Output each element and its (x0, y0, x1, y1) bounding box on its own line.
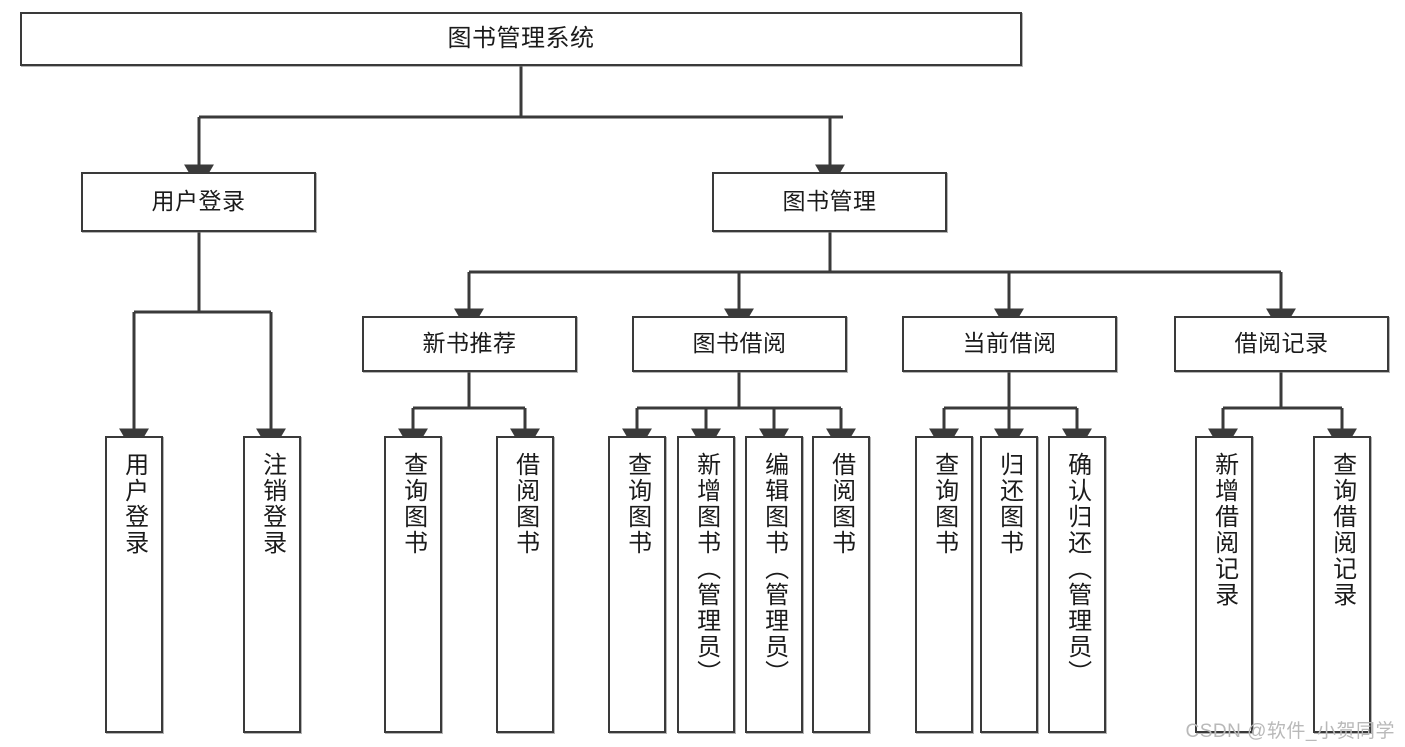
leaf-new-book-1-label: 查询图书 (399, 452, 427, 556)
leaf-book-borrow-2[interactable]: 新增图书（管理员） (677, 436, 735, 733)
leaf-new-book-1[interactable]: 查询图书 (384, 436, 442, 733)
node-root-label: 图书管理系统 (447, 24, 595, 52)
leaf-book-borrow-2-label: 新增图书（管理员） (692, 452, 720, 686)
leaf-new-book-2-label: 借阅图书 (511, 452, 539, 556)
node-new-book-recommend-label: 新书推荐 (422, 330, 517, 357)
leaf-user-login-1[interactable]: 用户登录 (105, 436, 163, 733)
leaf-borrow-record-2[interactable]: 查询借阅记录 (1313, 436, 1371, 733)
node-book-borrow-label: 图书借阅 (692, 330, 787, 357)
watermark: CSDN @软件_小贺同学 (1185, 721, 1395, 742)
leaf-current-borrow-2-label: 归还图书 (995, 452, 1023, 556)
leaf-book-borrow-4[interactable]: 借阅图书 (812, 436, 870, 733)
node-current-borrow-label: 当前借阅 (962, 330, 1057, 357)
leaf-current-borrow-1-label: 查询图书 (930, 452, 958, 556)
leaf-borrow-record-1-label: 新增借阅记录 (1210, 452, 1238, 608)
node-current-borrow[interactable]: 当前借阅 (902, 316, 1117, 372)
node-book-borrow[interactable]: 图书借阅 (632, 316, 847, 372)
leaf-current-borrow-1[interactable]: 查询图书 (915, 436, 973, 733)
node-user-login[interactable]: 用户登录 (81, 172, 316, 232)
node-new-book-recommend[interactable]: 新书推荐 (362, 316, 577, 372)
leaf-book-borrow-4-label: 借阅图书 (827, 452, 855, 556)
leaf-current-borrow-2[interactable]: 归还图书 (980, 436, 1038, 733)
leaf-user-login-2-label: 注销登录 (258, 452, 286, 556)
leaf-user-login-2[interactable]: 注销登录 (243, 436, 301, 733)
leaf-book-borrow-1-label: 查询图书 (623, 452, 651, 556)
leaf-current-borrow-3-label: 确认归还（管理员） (1063, 452, 1091, 686)
node-book-management-label: 图书管理 (782, 188, 877, 215)
node-borrow-record[interactable]: 借阅记录 (1174, 316, 1389, 372)
leaf-current-borrow-3[interactable]: 确认归还（管理员） (1048, 436, 1106, 733)
leaf-borrow-record-2-label: 查询借阅记录 (1328, 452, 1356, 608)
leaf-book-borrow-3-label: 编辑图书（管理员） (760, 452, 788, 686)
node-borrow-record-label: 借阅记录 (1234, 330, 1329, 357)
leaf-book-borrow-3[interactable]: 编辑图书（管理员） (745, 436, 803, 733)
leaf-borrow-record-1[interactable]: 新增借阅记录 (1195, 436, 1253, 733)
node-user-login-label: 用户登录 (151, 188, 246, 215)
node-root[interactable]: 图书管理系统 (20, 12, 1022, 66)
leaf-new-book-2[interactable]: 借阅图书 (496, 436, 554, 733)
node-book-management[interactable]: 图书管理 (712, 172, 947, 232)
leaf-book-borrow-1[interactable]: 查询图书 (608, 436, 666, 733)
leaf-user-login-1-label: 用户登录 (120, 452, 148, 556)
